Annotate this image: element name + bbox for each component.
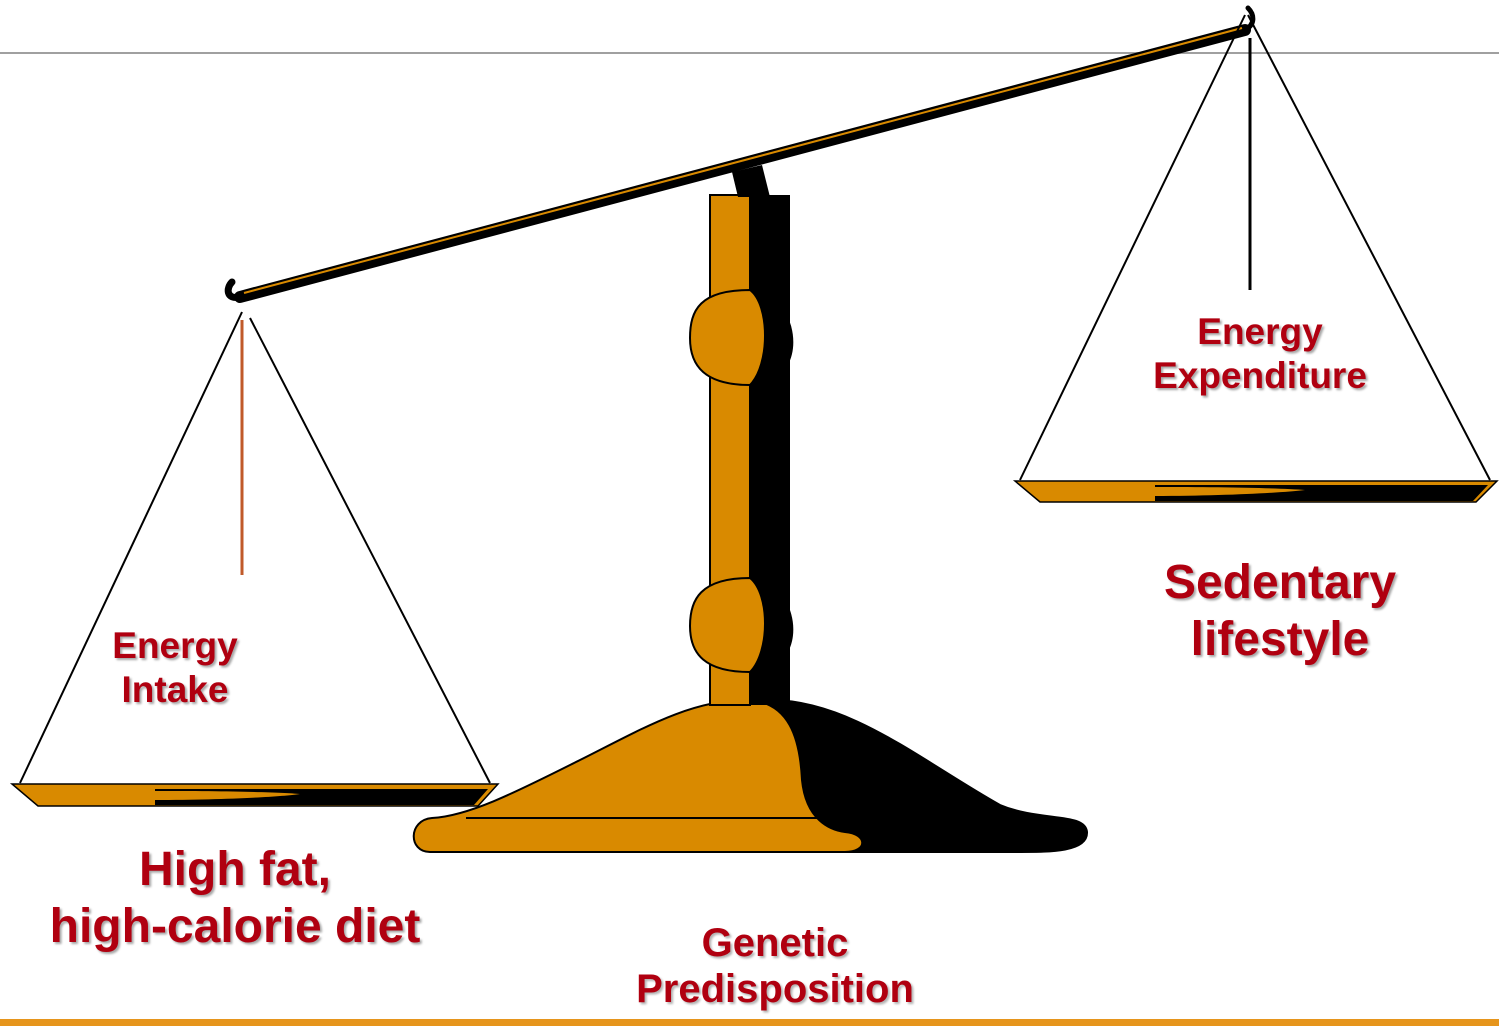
- energy-expenditure-line-1: Energy: [1100, 310, 1420, 354]
- left-pan-strings: [20, 312, 490, 783]
- high-calorie-diet-label: High fat, high-calorie diet: [0, 842, 470, 955]
- energy-expenditure-label: Energy Expenditure: [1100, 310, 1420, 397]
- energy-intake-line-2: Intake: [60, 668, 290, 712]
- genetic-predisposition-label: Genetic Predisposition: [560, 920, 990, 1013]
- sedentary-lifestyle-label: Sedentary lifestyle: [1100, 555, 1460, 668]
- scale-base: [414, 700, 1087, 852]
- scale-column: [690, 195, 793, 705]
- energy-intake-line-1: Energy: [60, 624, 290, 668]
- diet-line-1: High fat,: [0, 842, 470, 899]
- bottom-rule: [0, 1019, 1499, 1026]
- sedentary-line-1: Sedentary: [1100, 555, 1460, 612]
- energy-expenditure-line-2: Expenditure: [1100, 354, 1420, 398]
- energy-intake-label: Energy Intake: [60, 624, 290, 711]
- sedentary-line-2: lifestyle: [1100, 612, 1460, 669]
- left-pan: [12, 784, 498, 806]
- genetic-line-1: Genetic: [560, 920, 990, 966]
- genetic-line-2: Predisposition: [560, 966, 990, 1012]
- diet-line-2: high-calorie diet: [0, 899, 470, 956]
- right-pan-strings: [1020, 15, 1490, 480]
- right-pan: [1015, 481, 1497, 502]
